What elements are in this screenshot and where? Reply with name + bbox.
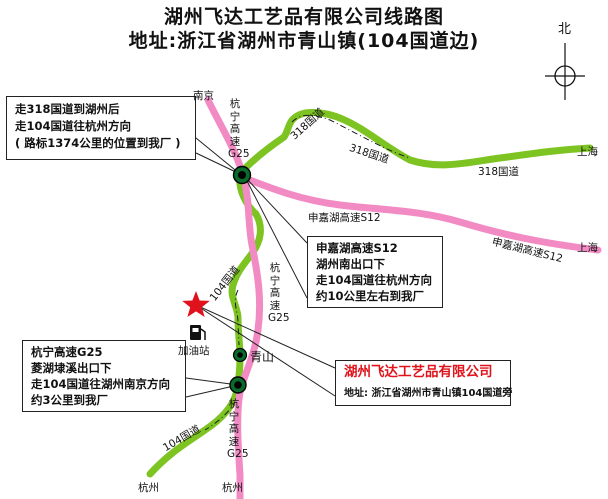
label-shanghai-top: 上海 [577,146,598,158]
callout-g25-line1: 杭宁高速G25 [31,345,103,359]
callout-318-line3: ( 路标1374公里的位置到我厂 ) [15,136,181,150]
compass-north-label: 北 [558,22,572,37]
callout-s12-line4: 约10公里左右到我厂 [316,289,425,303]
road-104-direction-lower [204,399,237,431]
callout-s12-line2: 湖州南出口下 [316,257,385,271]
label-shanghai-mid: 上海 [577,242,598,254]
map-title: 湖州飞达工艺品有限公司线路图 [163,6,444,28]
label-g25-mid: 杭宁高速G25 [268,262,290,324]
gas-pump-icon [190,325,206,340]
interchange-marker-icon [229,376,247,394]
label-road-318-c: 318国道 [478,166,520,178]
company-name: 湖州飞达工艺品有限公司 [344,364,493,380]
label-hangzhou-bottom: 杭州 [222,482,243,494]
label-gas-station: 加油站 [178,345,210,357]
road-318 [236,109,594,178]
road-318-direction [291,114,411,159]
callout-s12-line3: 走104国道往杭州方向 [316,273,433,287]
label-hangzhou-left: 杭州 [138,482,159,494]
interchange-marker-icon [232,165,252,185]
leader-s12b [244,176,308,299]
leader-318 [195,137,241,175]
label-road-s12-a: 申嘉湖高速S12 [308,212,381,224]
callout-g25-line3: 走104国道往湖州南京方向 [31,377,171,391]
callout-g25-line2: 菱湖埭溪出口下 [31,361,112,375]
company-location-star [182,291,210,317]
compass-rose-icon [545,43,585,100]
interchange-marker-icon [232,347,248,363]
callout-route-318: 走318国道到湖州后 走104国道往杭州方向 ( 路标1374公里的位置到我厂 … [6,96,196,160]
label-nanjing: 南京 [193,90,214,102]
expressway-s12 [238,173,602,254]
callout-318-line2: 走104国道往杭州方向 [15,119,132,133]
callout-route-g25: 杭宁高速G25 菱湖埭溪出口下 走104国道往湖州南京方向 约3公里到我厂 [22,340,186,412]
label-g25-top: 杭宁高速G25 [228,98,250,160]
leader-318b [195,152,241,175]
callout-s12-line1: 申嘉湖高速S12 [316,241,398,255]
callout-company: 湖州飞达工艺品有限公司 地址: 浙江省湖州市青山镇104国道旁 [335,360,513,406]
leader-g25b [185,384,239,398]
callout-route-s12: 申嘉湖高速S12 湖州南出口下 走104国道往杭州方向 约10公里左右到我厂 [307,236,443,308]
company-address: 地址: 浙江省湖州市青山镇104国道旁 [344,388,513,399]
leader-g25 [185,377,239,386]
leader-company-b [195,304,336,397]
label-qingshan: 青山 [250,350,275,364]
callout-g25-line4: 约3公里到我厂 [31,393,109,407]
callout-318-line1: 走318国道到湖州后 [15,102,120,116]
road-104 [146,170,264,478]
leader-s12 [244,176,308,244]
leader-company [195,304,336,369]
label-g25-bottom: 杭宁高速G25 [227,398,249,460]
map-address-title: 地址:浙江省湖州市青山镇(104国道边) [128,30,480,52]
road-104-direction [234,289,240,346]
